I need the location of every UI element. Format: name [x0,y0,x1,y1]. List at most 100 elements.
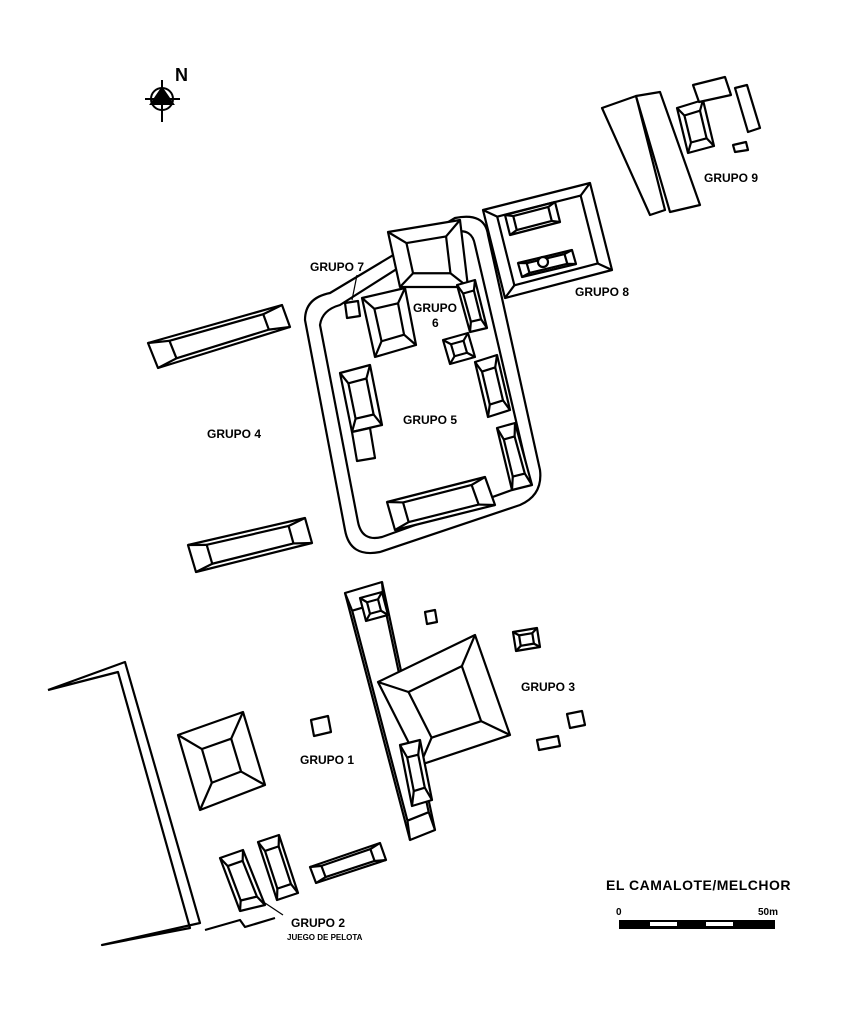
grupo-5-south-mound-edge [394,521,410,531]
label-grupo-6: GRUPO [413,301,458,315]
grupo-3-east-structure-edge [531,627,538,634]
north-arrow-icon [145,80,180,122]
grupo-5-east-mound-north-edge [474,361,483,373]
grupo-9-wall-west [600,94,667,217]
grupo-6-north-structure-edge [445,219,461,238]
grupo-7-structure-edge [361,297,376,310]
grupo-3-east-structure-top [517,632,536,647]
grupo-5-east-mound-north-edge [502,399,511,411]
grupo-1-wall [47,660,202,947]
grupo-3-pyramid-edge [460,634,477,667]
grupo-8-platform-edge [597,262,613,271]
ball-court-east-mound-edge [290,883,299,894]
grupo-3-east-structure-edge [512,631,520,637]
grupo-5-east-mound-south-edge [496,427,505,440]
grupo-7-small-structure [343,299,362,320]
grupo-8-north-building-edge [504,213,514,218]
grupo-3-small-structure [423,608,439,626]
ball-court-west-mound-edge [238,900,242,912]
grupo-6-small-structure-edge [442,339,452,346]
grupo-4-north-mound-edge [268,325,291,331]
grupo-1-pyramid-edge [177,734,203,750]
north-label: N [175,65,188,85]
label-grupo-7: GRUPO 7 [310,260,365,274]
label-grupo-2: GRUPO 2 [291,916,346,930]
grupo-3-small-structure-3 [535,734,562,752]
grupo-9-east-building [733,83,762,134]
grupo-6-east-mound-edge [456,284,464,295]
grupo-3-south-mound-edge [410,790,415,807]
grupo-3-long-mound-edge [406,820,412,841]
grupo-6-north-structure-edge [387,231,408,244]
label-grupo-6-number: 6 [432,316,439,330]
grupo-8-north-building-edge [509,229,518,236]
grupo-8-south-building-edge [521,271,531,278]
grupo-9-building-edge [686,142,693,154]
grupo-3-east-structure-edge [515,645,522,652]
grupo-4-north-mound-edge [157,357,177,369]
grupo-7-structure-edge [397,287,407,304]
grupo-3-north-shrine-edge [380,609,389,616]
grupo-9-building-edge [676,107,686,117]
grupo-3-pyramid-edge [377,680,409,694]
grupo-4-south-mound-edge [195,562,213,573]
grupo-1-small-structure [309,714,333,738]
ball-court-east-mound-edge [257,841,266,852]
scale-bar [619,920,775,929]
grupo-1-south-mound-edge [309,864,322,869]
grupo-9-building-edge [705,137,715,147]
grupo-6-small-structure-edge [449,355,456,365]
ball-court-end-line [204,916,276,932]
grupo-4-south-mound-edge [288,517,306,527]
grupo-7-structure-edge [373,340,383,358]
grupo-1-south-mound-edge [369,842,381,851]
grupo-3-pyramid-edge [480,720,511,736]
grupo-6-east-mound-edge [472,279,477,291]
grupo-3-long-mound-edge [343,592,354,612]
grupo-1-pyramid-edge [230,711,245,740]
grupo-9-small-structure [731,140,750,154]
grupo-3-small-structure-2 [565,709,587,730]
label-grupo-8: GRUPO 8 [575,285,630,299]
grupo-5-west-mound-edge [372,413,383,426]
grupo-4-north-mound-edge [262,304,283,316]
grupo-5-east-mound-south-edge [523,473,533,486]
grupo-6-east-mound-edge [468,321,472,333]
grupo-8-north-building-edge [547,201,556,208]
grupo-3-south-mound-edge [417,739,422,755]
grupo-3-long-mound-edge [427,811,437,831]
grupo-3-east-structure-edge [533,642,541,648]
grupo-9-wall-east [634,90,702,214]
grupo-6-north-structure-edge [399,272,414,288]
grupo-9-north-building [691,75,733,104]
grupo-7-structure-edge [403,333,417,346]
ball-court-west-mound-edge [256,895,266,906]
grupo-5-east-mound-south-edge [510,476,514,491]
grupo-8-south-building-edge [563,249,573,256]
label-grupo-1: GRUPO 1 [300,753,355,767]
grupo-8-north-building-edge [551,219,561,224]
grupo-5-west-annex [350,426,377,463]
grupo2-leader-line [264,902,284,916]
grupo-3-south-mound-edge [423,787,433,801]
grupo-1-south-mound-edge [374,858,387,863]
grupo-3-north-shrine-edge [359,597,368,604]
grupo-3-south-mound-edge [399,744,409,759]
grupo-5-east-mound-north-edge [486,404,491,418]
grupo-3-north-shrine-edge [365,613,371,622]
label-grupo-9: GRUPO 9 [704,171,759,185]
ball-court-west-mound-edge [219,857,229,867]
label-grupo-3: GRUPO 3 [521,680,576,694]
label-grupo-4: GRUPO 4 [207,427,262,441]
grupo-8-platform-edge [504,284,516,299]
grupo-1-south-mound-edge [315,876,327,884]
grupo-1-pyramid-edge [240,770,266,786]
grupo-3-north-shrine-top [365,598,383,615]
grupo-6-small-structure-edge [466,351,476,358]
grupo-5-west-mound-edge [350,418,357,433]
scale-end-label: 50m [758,907,779,918]
grupo-8-circular-feature [536,255,550,269]
label-grupo-5: GRUPO 5 [403,413,458,427]
